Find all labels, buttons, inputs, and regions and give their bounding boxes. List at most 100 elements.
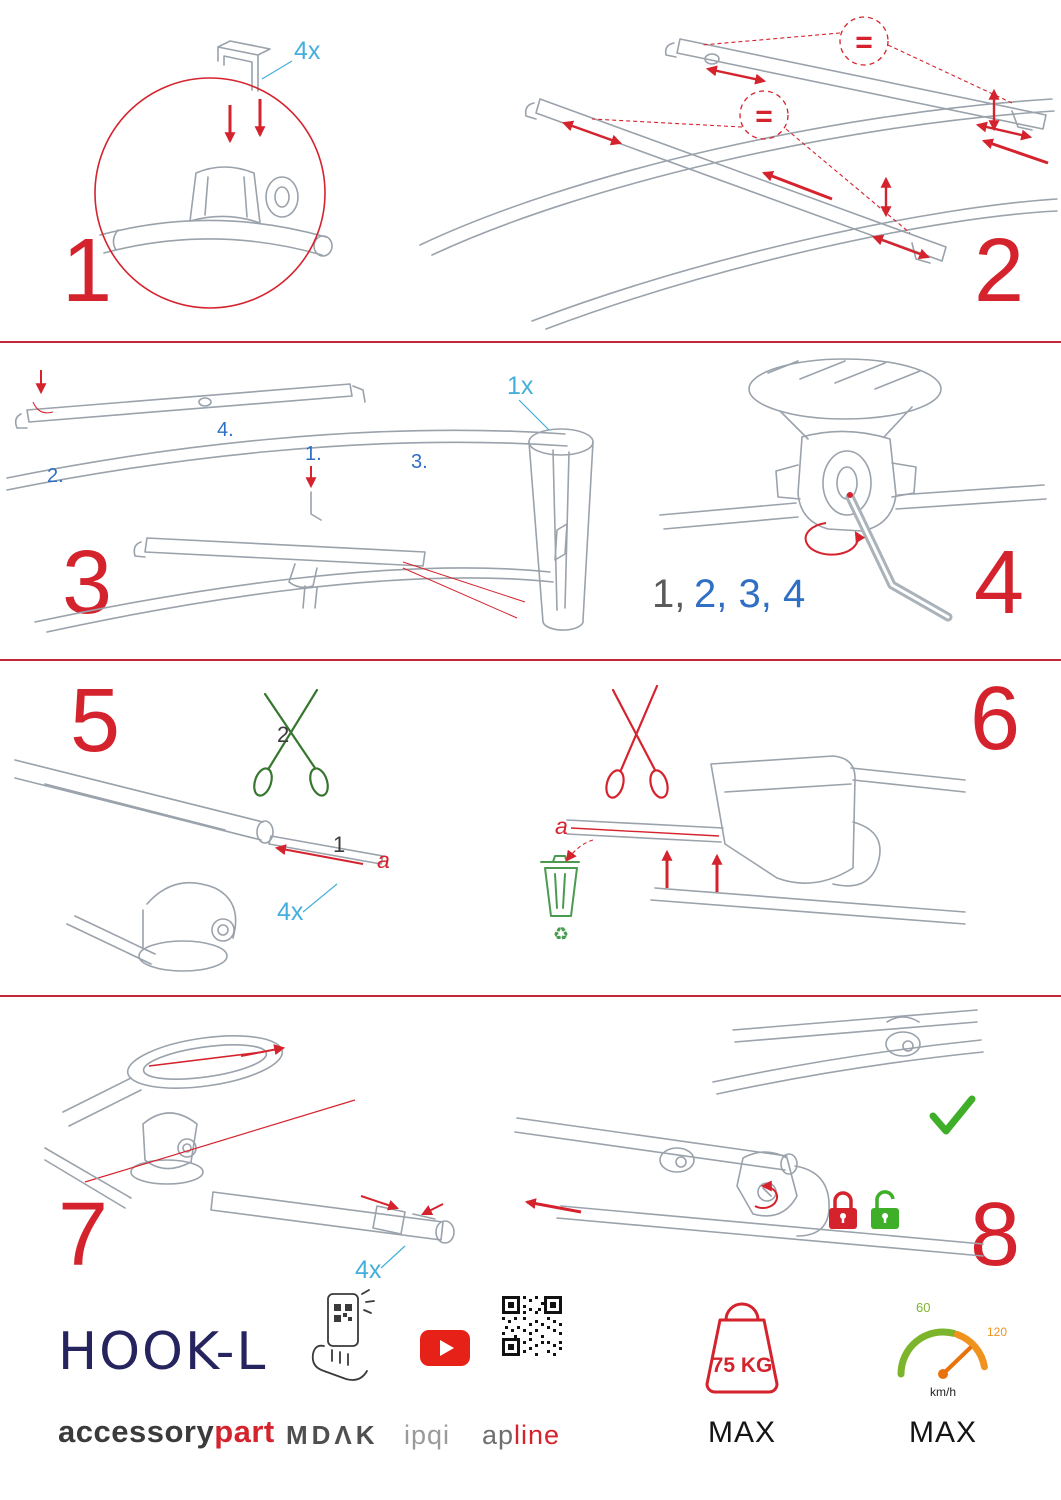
scissors-icon xyxy=(605,684,669,799)
correct-mount-scene xyxy=(712,1009,984,1095)
quantity-leader-line xyxy=(261,60,293,80)
substep-1-label: 1. xyxy=(305,443,322,465)
brand-primary-text: accessory xyxy=(58,1414,215,1449)
bar-top-view xyxy=(748,358,942,440)
strap-inside-bar xyxy=(570,827,720,837)
weight-value-label: 75 KG xyxy=(712,1354,773,1377)
sequence-steps-remaining: 2, 3, 4 xyxy=(694,572,805,616)
step-6-illustration: a ♻ xyxy=(540,684,966,944)
unlocked-icon xyxy=(871,1190,899,1229)
roof-rails xyxy=(6,429,568,633)
bar-end-cap-scene xyxy=(210,1191,455,1244)
rotate-arrow xyxy=(804,522,866,556)
scissors-icon xyxy=(253,688,329,797)
brand-accent-text: part xyxy=(214,1414,275,1449)
cross-bar-lower xyxy=(133,537,426,609)
step-1-number: 1 xyxy=(62,221,112,321)
qr-code xyxy=(502,1296,562,1356)
foot-clamp xyxy=(130,1112,204,1185)
cover-strip xyxy=(148,1051,264,1067)
side-rail xyxy=(66,915,156,965)
construction-lines xyxy=(591,32,1013,234)
bar-body xyxy=(62,1077,142,1127)
strap-label-a: a xyxy=(555,813,568,839)
side-rail xyxy=(650,887,966,925)
quantity-label: 1x xyxy=(507,372,534,400)
speed-high-label: 120 xyxy=(987,1325,1007,1339)
quantity-label: 4x xyxy=(294,37,321,65)
step-3-number: 3 xyxy=(62,533,112,633)
cap-arrow-2 xyxy=(421,1203,444,1215)
equal-sign-top: = xyxy=(855,26,873,59)
qr-modules xyxy=(502,1296,562,1356)
speed-orange-arc xyxy=(953,1331,988,1371)
step-3-illustration: 2. 4. 1. 3. 1x xyxy=(6,370,594,633)
phone-outline xyxy=(311,1289,375,1381)
slide-arrow xyxy=(240,1044,286,1057)
allen-key-small xyxy=(310,491,322,521)
clamp-detail xyxy=(775,430,917,532)
speed-unit-label: km/h xyxy=(930,1385,956,1399)
cross-bar-upper xyxy=(14,383,366,429)
substep-4-label: 4. xyxy=(217,419,234,441)
strap-label: 1 xyxy=(333,832,345,857)
logo-apline-accent: line xyxy=(514,1420,561,1450)
quantity-leader-line xyxy=(380,1245,406,1269)
logo-apline: apline xyxy=(482,1420,560,1451)
step-6-number: 6 xyxy=(970,669,1020,769)
recycle-icon: ♻ xyxy=(553,924,569,944)
roof-bar xyxy=(14,759,274,844)
equal-circle-top xyxy=(839,16,889,66)
quantity-leader-line xyxy=(302,883,338,913)
main-bar-scene xyxy=(514,1117,984,1257)
trash-bin-icon xyxy=(540,855,580,917)
quantity-label: 4x xyxy=(355,1256,382,1284)
cover-foot xyxy=(710,755,881,887)
step-8-number: 8 xyxy=(970,1185,1020,1285)
magnified-foot-cone xyxy=(528,428,594,631)
side-rail xyxy=(44,1147,132,1209)
step-5-number: 5 xyxy=(70,671,120,771)
speed-max-label: MAX xyxy=(908,1416,977,1449)
logo-apline-prefix: ap xyxy=(482,1420,515,1450)
cap-arrow-1 xyxy=(360,1195,400,1211)
step-7-number: 7 xyxy=(58,1185,108,1285)
rotate-arrow xyxy=(754,1180,779,1209)
equal-circle-mid xyxy=(739,90,789,140)
speedometer-icon: 60 120 km/h xyxy=(897,1300,1007,1399)
detail-circle xyxy=(94,77,326,309)
step-8-illustration xyxy=(514,1009,984,1257)
step-4-illustration: 1, 2, 3, 4 xyxy=(652,358,1047,622)
roof-rails xyxy=(419,98,1058,330)
scan-phone-icon xyxy=(311,1289,375,1381)
weight-max-label: MAX xyxy=(707,1416,776,1449)
direction-label-a: a xyxy=(377,847,390,873)
locked-icon xyxy=(829,1191,857,1229)
step-5-illustration: 2 1 a 4x xyxy=(14,688,390,972)
quantity-leader-line xyxy=(518,399,550,431)
phone-qr-pattern xyxy=(334,1304,352,1322)
bar-channel-opening xyxy=(126,1035,284,1089)
cross-bar-front xyxy=(524,98,947,264)
zoom-leader-1 xyxy=(402,561,526,603)
product-name: HOOK-L xyxy=(58,1322,268,1382)
youtube-icon xyxy=(420,1330,470,1366)
measure-arrows xyxy=(561,65,1049,260)
step-7-illustration: 4x xyxy=(44,1035,455,1284)
check-icon xyxy=(929,1095,976,1135)
foot-clamp xyxy=(138,881,237,972)
speed-green-arc xyxy=(897,1328,958,1378)
step-2-illustration: = = xyxy=(419,16,1058,330)
zoom-leader-2 xyxy=(402,567,518,619)
step-2-number: 2 xyxy=(974,221,1024,321)
strap-drop-hint xyxy=(32,370,54,414)
logo-ipqi: ipqi xyxy=(404,1420,451,1450)
pull-arrow xyxy=(274,844,364,865)
cut-step-label: 2 xyxy=(277,722,289,747)
weight-icon: 75 KG xyxy=(705,1302,779,1394)
roof-rail xyxy=(659,484,1047,530)
discard-arrow xyxy=(565,839,594,862)
youtube-play-triangle xyxy=(440,1340,454,1356)
quantity-label: 4x xyxy=(277,898,304,926)
